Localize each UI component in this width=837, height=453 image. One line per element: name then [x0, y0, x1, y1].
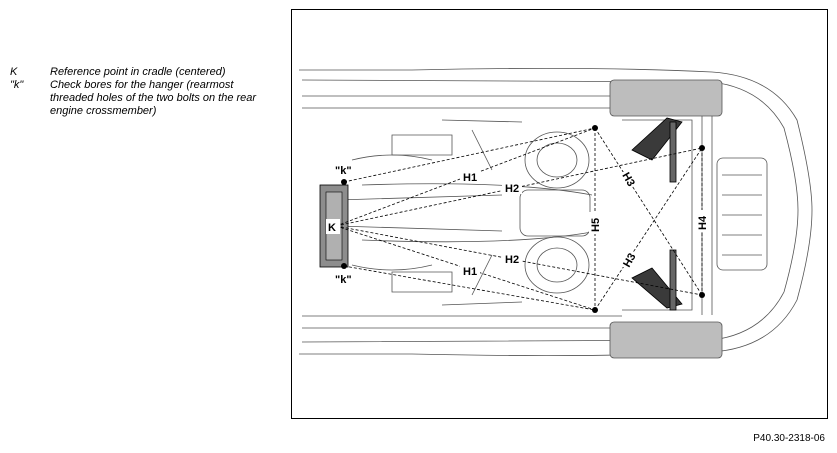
- underbody-diagram: "k" "k" K H1 H1 H2 H2 H3 H3 H5 H4: [299, 68, 813, 359]
- legend-key: K: [10, 66, 18, 78]
- line-h3-top: [594, 127, 703, 296]
- legend: K Reference point in cradle (centered) "…: [10, 66, 265, 118]
- label-h1-top: H1: [463, 172, 477, 184]
- legend-text: Check bores for the hanger (rearmost thr…: [50, 79, 257, 117]
- label-K: K: [328, 222, 336, 234]
- legend-text: Reference point in cradle (centered): [50, 66, 226, 78]
- vehicle-outline: [299, 68, 813, 356]
- measurement-lines: [335, 127, 703, 311]
- label-h5: H5: [590, 218, 602, 232]
- label-h1-bottom: H1: [463, 266, 477, 278]
- legend-key: "k": [10, 79, 24, 91]
- wheel-bottom: [609, 321, 723, 359]
- diagram-labels: "k" "k" K H1 H1 H2 H2 H3 H3 H5 H4: [326, 163, 709, 286]
- legend-row-k-upper: K Reference point in cradle (centered): [10, 66, 265, 79]
- label-h2-top: H2: [505, 183, 519, 195]
- line-h1-top: [335, 127, 596, 227]
- legend-row-k-lower: "k" Check bores for the hanger (rearmost…: [10, 79, 265, 118]
- label-h4: H4: [697, 215, 709, 230]
- figure-code: P40.30-2318-06: [753, 433, 825, 444]
- rear-suspension: [631, 117, 683, 311]
- label-k-top: "k": [335, 165, 352, 177]
- strut-top: [669, 121, 677, 183]
- label-k-bottom: "k": [335, 274, 352, 286]
- control-arm-top: [631, 117, 683, 161]
- control-arm-bottom: [631, 267, 683, 309]
- wheel-top: [609, 79, 723, 117]
- line-h3-bottom: [594, 147, 703, 311]
- label-h2-bottom: H2: [505, 254, 519, 266]
- underbody-diagram-frame: "k" "k" K H1 H1 H2 H2 H3 H3 H5 H4: [291, 9, 828, 419]
- strut-bottom: [669, 249, 677, 311]
- rear-wheels: [609, 79, 723, 359]
